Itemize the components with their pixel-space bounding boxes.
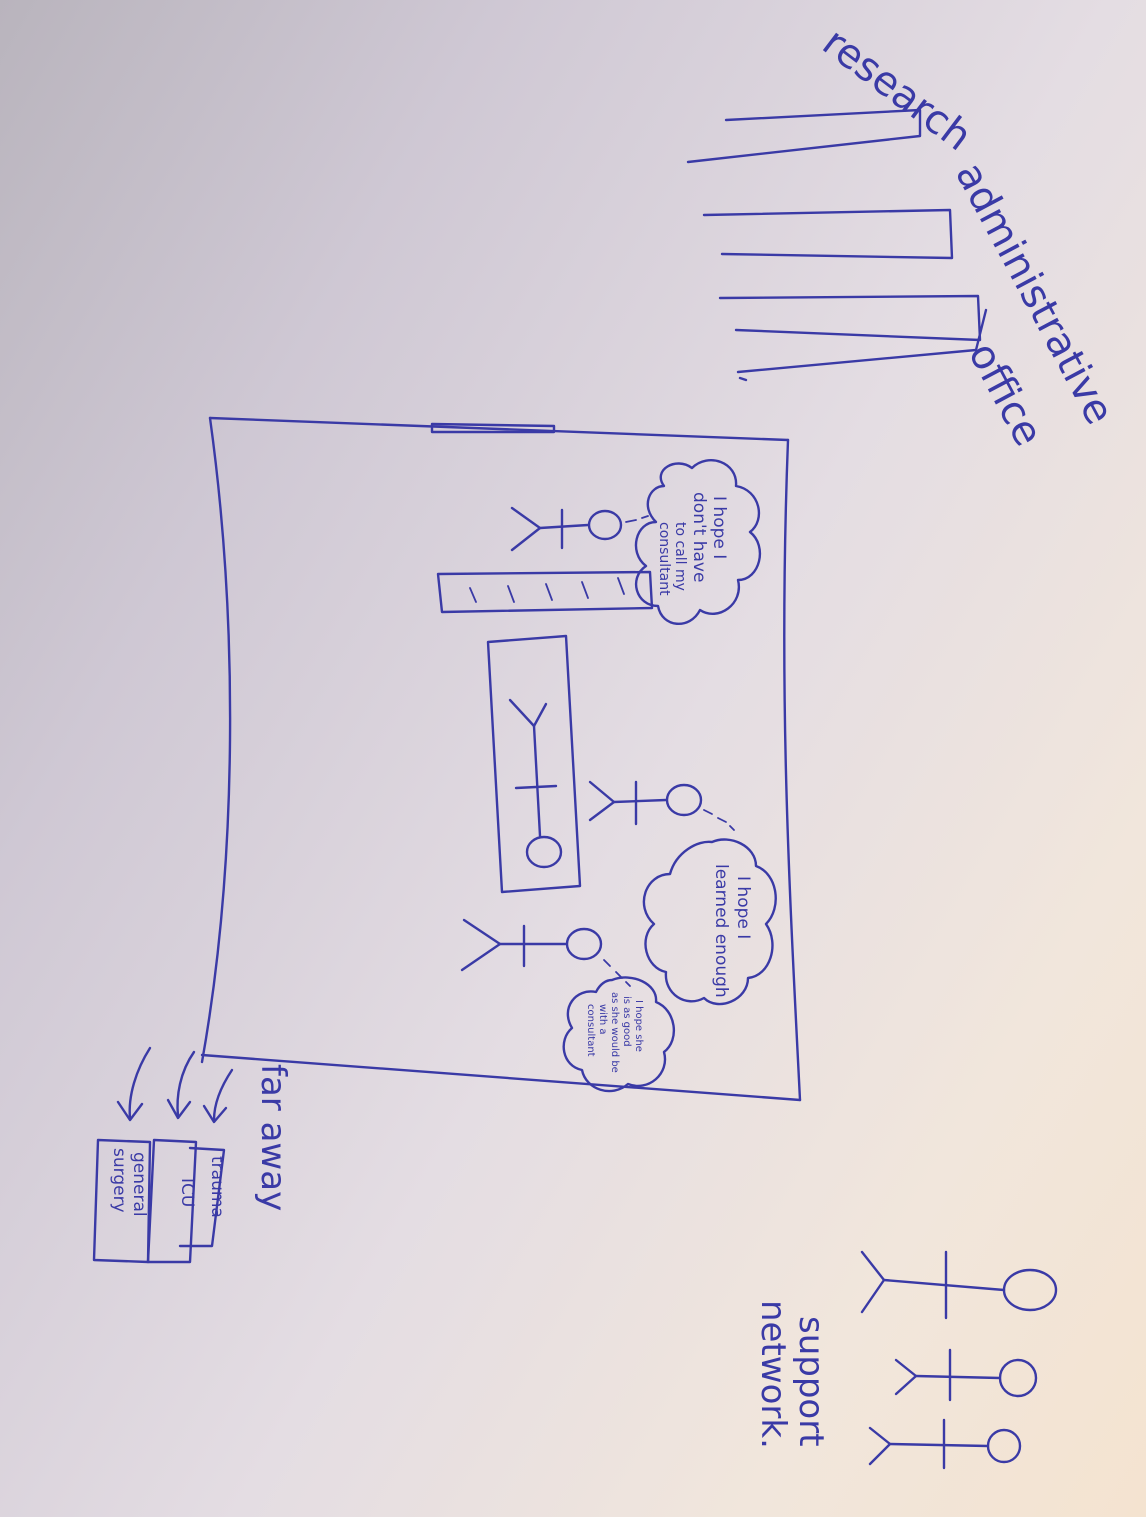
office-label: research administrative office bbox=[814, 19, 1122, 453]
label-support: support bbox=[791, 1316, 831, 1447]
thought-bottom-line-3: as she would be bbox=[609, 992, 620, 1073]
label-trauma: trauma bbox=[207, 1156, 227, 1218]
thought-bubble-top: I hope I don't have to call my consultan… bbox=[636, 460, 760, 624]
person-nurse bbox=[462, 920, 630, 986]
thought-top-line-4: consultant bbox=[656, 522, 672, 596]
person-consultant bbox=[512, 508, 648, 550]
thought-middle-line-2: learned enough bbox=[711, 864, 731, 998]
thought-top-line-3: to call my bbox=[672, 522, 688, 591]
thought-top-line-1: I hope I bbox=[709, 496, 729, 559]
person-trainee bbox=[590, 782, 734, 830]
thought-bubble-bottom: I hope she is as good as she would be wi… bbox=[564, 977, 674, 1091]
thought-middle-line-1: I hope I bbox=[733, 876, 753, 939]
label-icu: ICU bbox=[177, 1178, 197, 1207]
label-far-away: far away bbox=[253, 1064, 293, 1211]
label-general-2: surgery bbox=[109, 1148, 129, 1213]
thought-bottom-line-4: with a bbox=[597, 1004, 608, 1035]
thought-bottom-line-2: is as good bbox=[621, 996, 632, 1047]
thought-top-line-2: don't have bbox=[689, 492, 709, 582]
thought-bottom-line-1: I hope she bbox=[633, 1000, 644, 1052]
thought-bottom-line-5: consultant bbox=[585, 1004, 596, 1057]
bench bbox=[438, 572, 652, 612]
arrows-far-away bbox=[118, 1048, 232, 1122]
label-administrative: administrative bbox=[946, 155, 1122, 432]
support-network-people bbox=[862, 1252, 1056, 1468]
far-units: trauma ICU general surgery bbox=[94, 1140, 227, 1262]
label-office: office bbox=[959, 335, 1051, 453]
thought-bubble-middle: I hope I learned enough bbox=[644, 839, 776, 1004]
label-network: network. bbox=[753, 1300, 793, 1449]
label-general-1: general bbox=[129, 1152, 149, 1217]
patient-bed bbox=[488, 636, 580, 892]
